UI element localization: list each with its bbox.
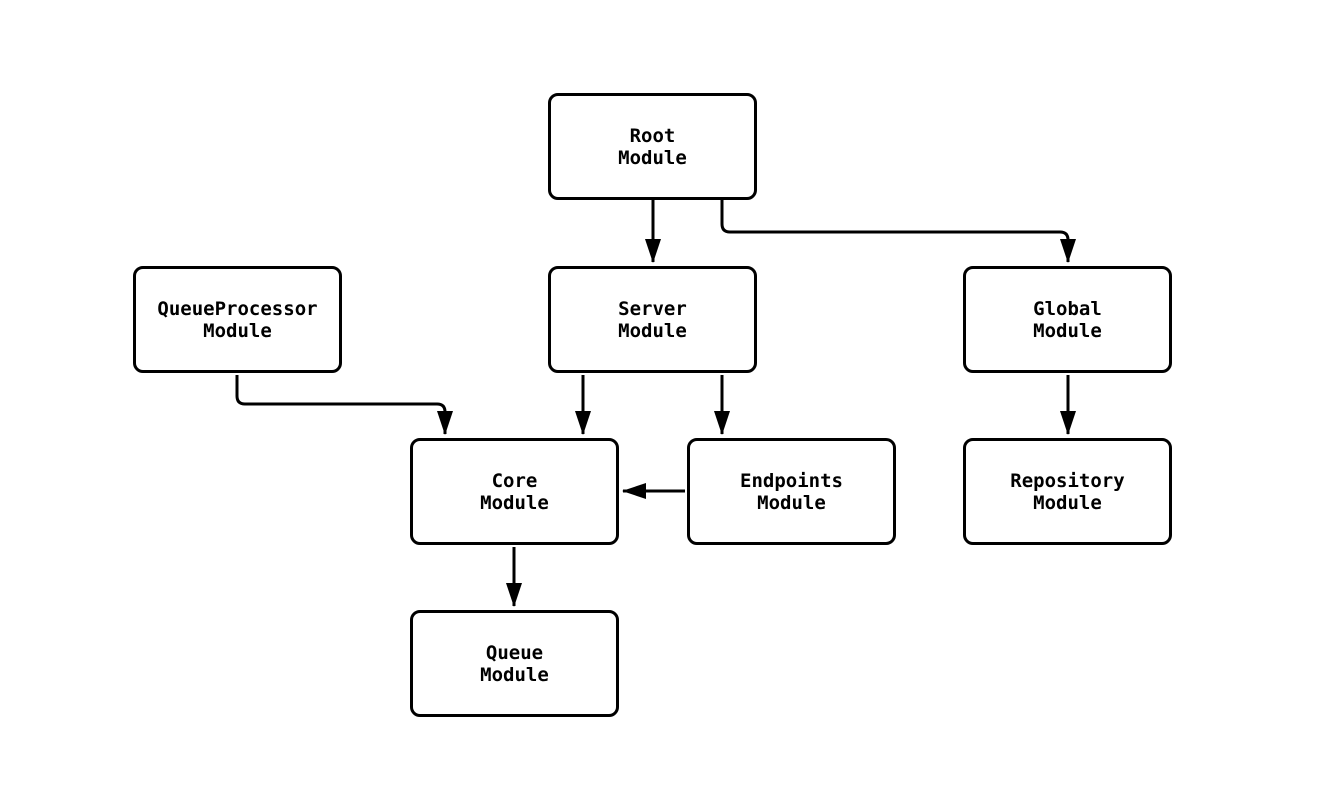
node-server-module: Server Module: [548, 266, 757, 373]
edge-queueprocessor-to-core: [235, 375, 453, 435]
node-label-line2: Module: [1033, 491, 1102, 514]
node-core-module: Core Module: [410, 438, 619, 545]
node-queueprocessor-module: QueueProcessor Module: [133, 266, 342, 373]
node-label-line1: Global: [1033, 297, 1102, 320]
node-label-line2: Module: [618, 319, 687, 342]
node-label-line2: Module: [203, 319, 272, 342]
node-label-line2: Module: [1033, 319, 1102, 342]
node-label-line1: Queue: [485, 641, 544, 664]
node-global-module: Global Module: [963, 266, 1172, 373]
edge-root-to-global: [720, 200, 1076, 263]
node-repository-module: Repository Module: [963, 438, 1172, 545]
node-endpoints-module: Endpoints Module: [687, 438, 896, 545]
node-label-line2: Module: [480, 663, 549, 686]
node-label-line1: Root: [629, 124, 676, 147]
node-label-line2: Module: [480, 491, 549, 514]
node-label-line1: Server: [618, 297, 687, 320]
node-label-line1: QueueProcessor: [157, 297, 318, 320]
node-label-line1: Endpoints: [740, 469, 843, 492]
node-label-line2: Module: [618, 146, 687, 169]
node-queue-module: Queue Module: [410, 610, 619, 717]
node-root-module: Root Module: [548, 93, 757, 200]
node-label-line1: Repository: [1010, 469, 1125, 492]
node-label-line2: Module: [757, 491, 826, 514]
node-label-line1: Core: [491, 469, 538, 492]
